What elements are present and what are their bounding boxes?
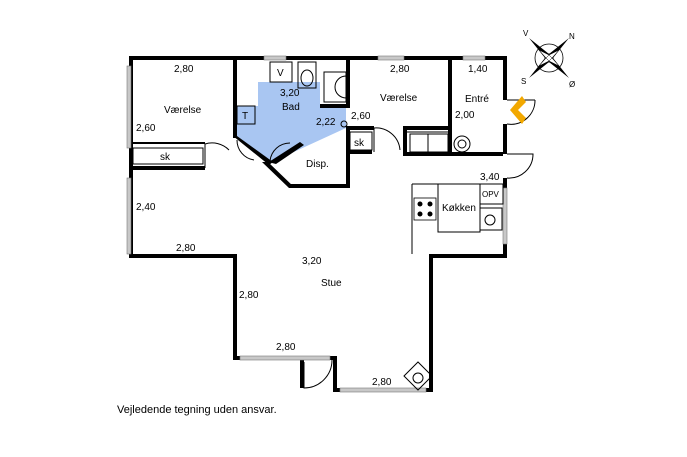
dimension-label: 3,40 xyxy=(480,172,500,183)
dimension-label: 2,60 xyxy=(351,111,371,122)
dimension-label: 2,40 xyxy=(136,202,156,213)
dimension-label: 2,80 xyxy=(174,64,194,75)
room-label-vaerelse-left: Værelse xyxy=(164,105,202,116)
room-label-entre: Entré xyxy=(465,94,489,105)
windows xyxy=(126,55,508,393)
dimension-label: 2,60 xyxy=(136,123,156,134)
compass-o: Ø xyxy=(569,80,575,89)
fixture-label-v: V xyxy=(277,68,284,79)
dimension-label: 2,80 xyxy=(276,342,296,353)
disclaimer-text: Vejledende tegning uden ansvar. xyxy=(117,404,277,416)
dimension-label: 2,80 xyxy=(390,64,410,75)
entrance-arrow-icon xyxy=(510,96,526,124)
fixtures xyxy=(132,61,504,391)
dimension-label: 2,80 xyxy=(176,243,196,254)
room-label-stue: Stue xyxy=(321,278,342,289)
compass-icon: V N S Ø xyxy=(521,29,575,89)
dimension-label: 2,80 xyxy=(239,290,259,301)
fixture-label-sk-left: sk xyxy=(160,152,171,163)
compass-v: V xyxy=(523,29,529,38)
dimension-label: 3,20 xyxy=(302,256,322,267)
fixture-label-opv: OPV xyxy=(482,190,500,199)
room-label-disp: Disp. xyxy=(306,159,329,170)
dimension-label: 2,80 xyxy=(372,377,392,388)
dimension-label: 1,40 xyxy=(468,64,488,75)
doors xyxy=(204,99,536,389)
dimension-label: 3,20 xyxy=(280,88,300,99)
fixture-label-t: T xyxy=(242,111,248,122)
room-label-koekken: Køkken xyxy=(442,203,476,214)
dimension-label: 2,22 xyxy=(316,117,336,128)
dimension-label: 2,00 xyxy=(455,110,475,121)
fixture-label-sk-right: sk xyxy=(354,138,365,149)
room-label-vaerelse-right: Værelse xyxy=(380,93,418,104)
compass-s: S xyxy=(521,77,526,86)
room-label-bad: Bad xyxy=(282,102,300,113)
compass-n: N xyxy=(569,32,575,41)
bathroom-floor xyxy=(236,82,346,162)
